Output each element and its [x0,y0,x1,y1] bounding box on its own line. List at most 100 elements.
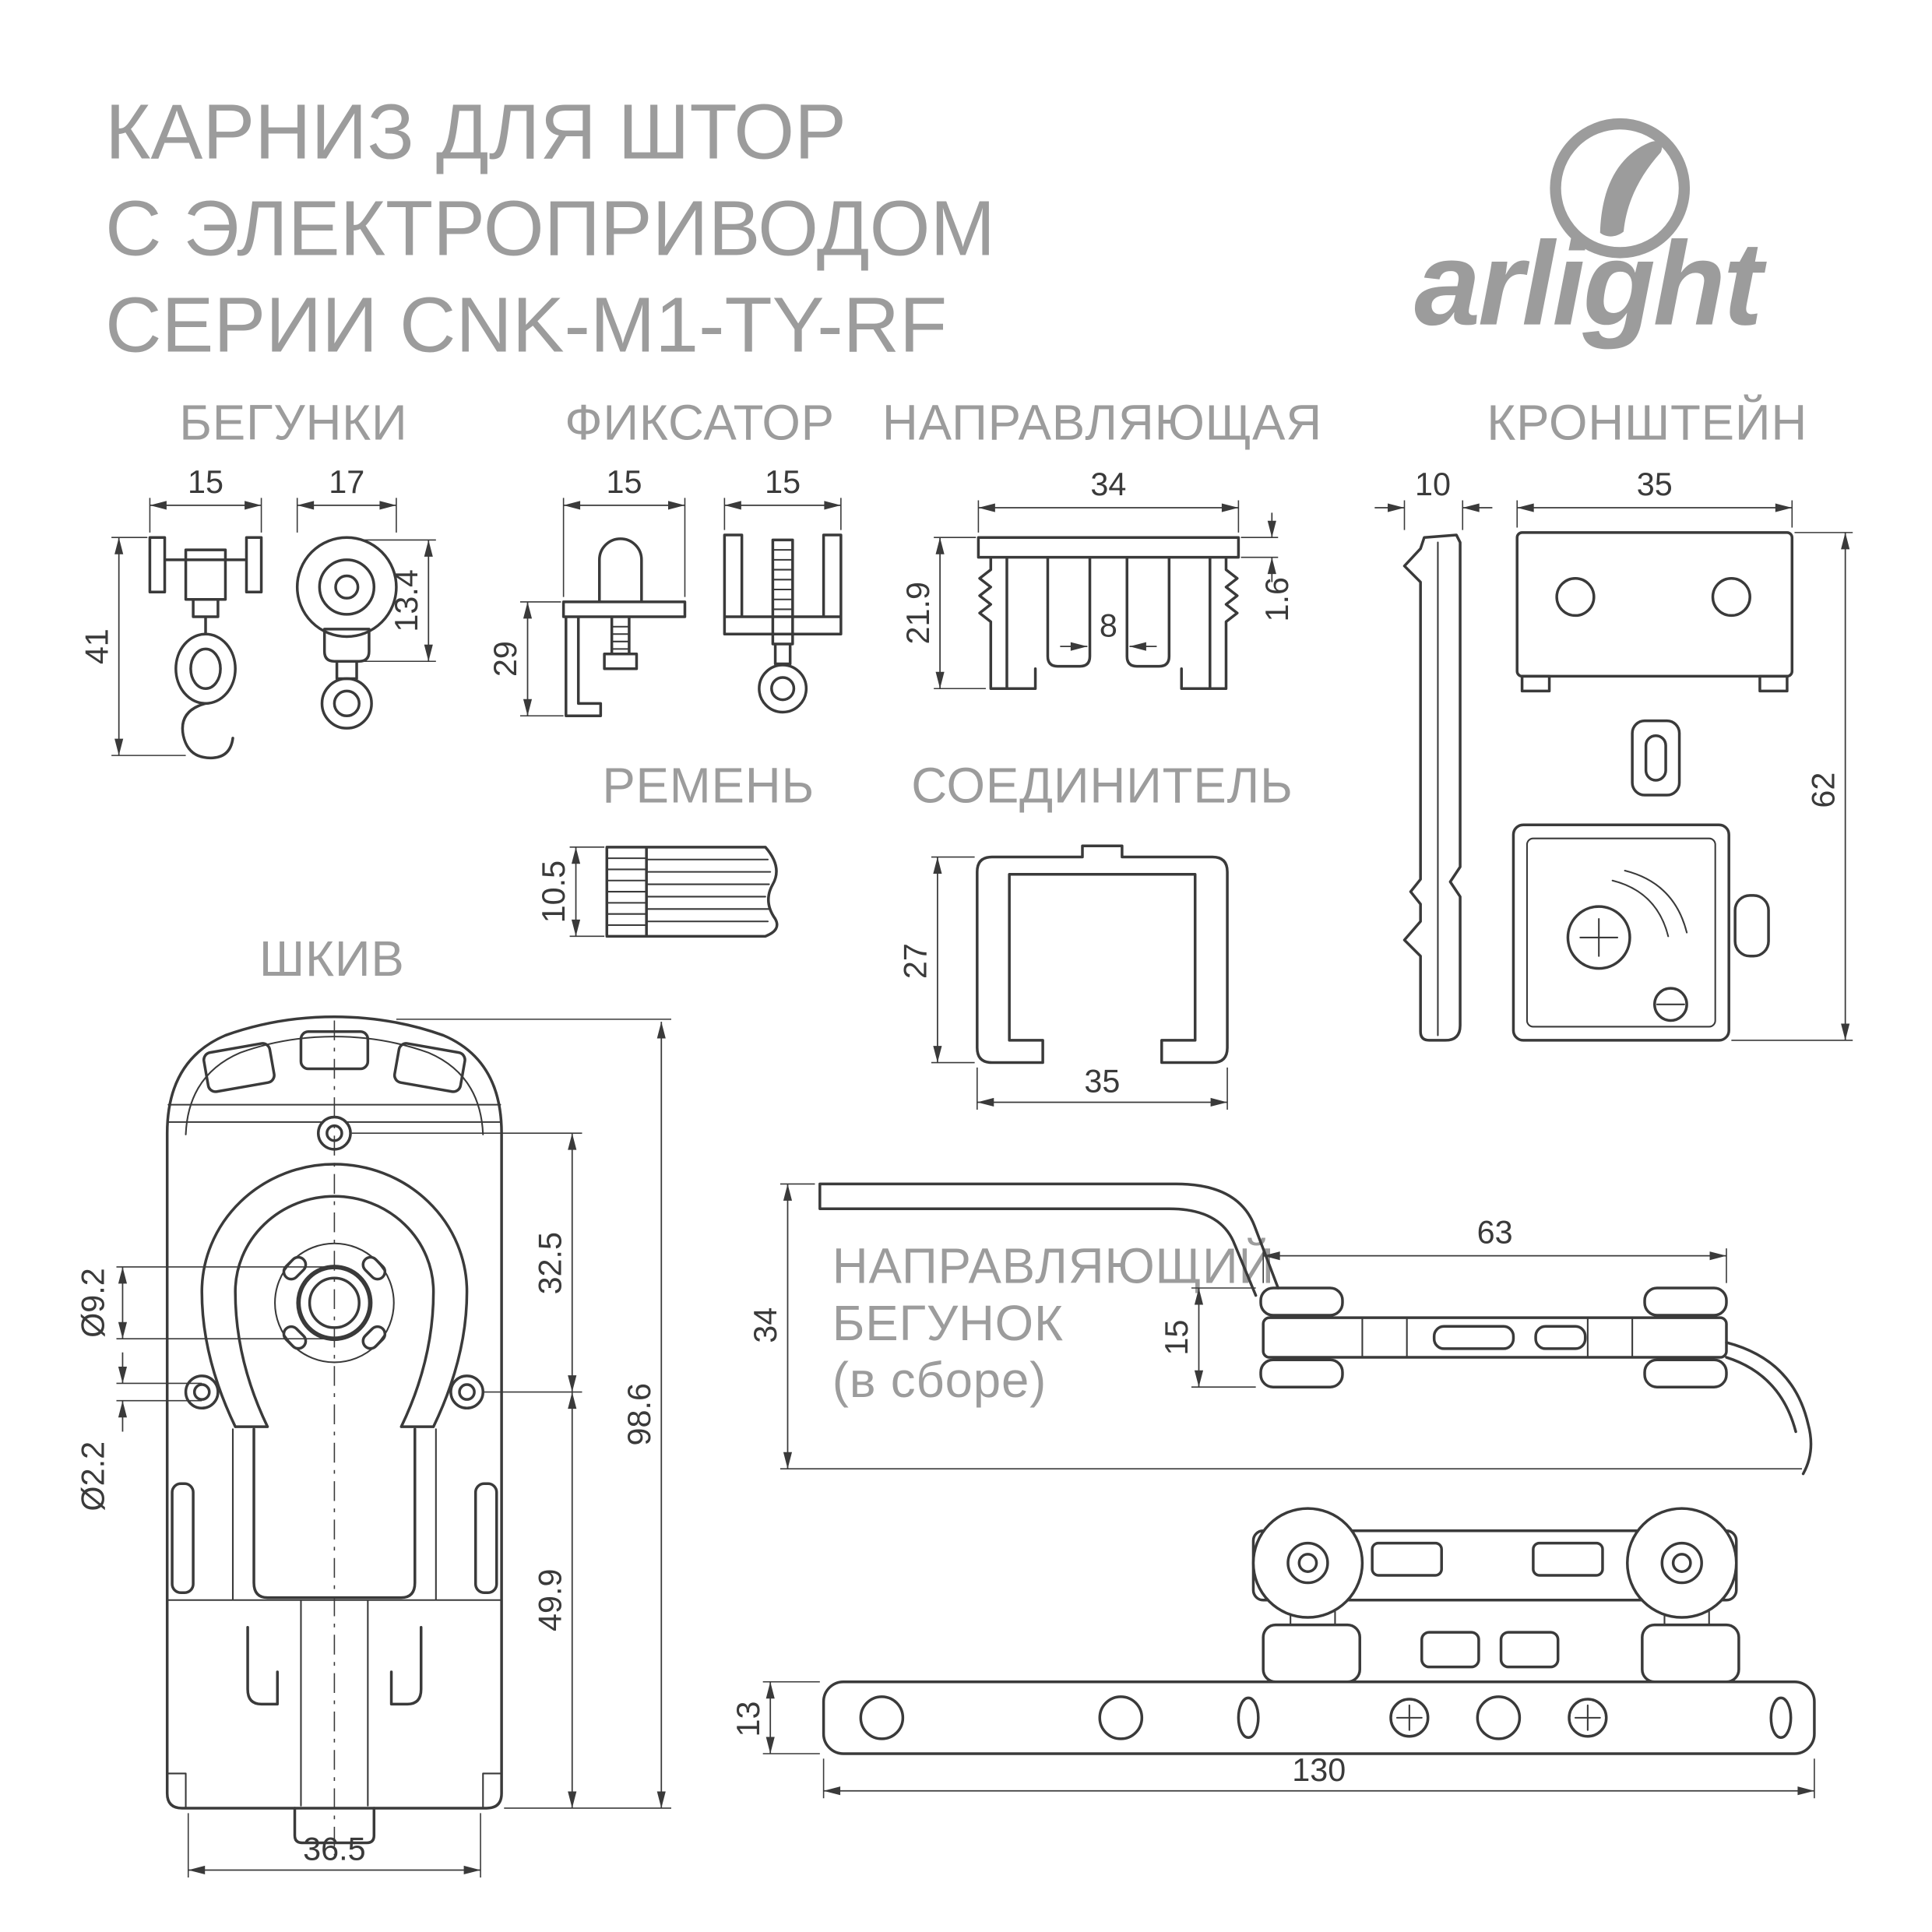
pulley-window-left [202,1042,276,1093]
connector-label: СОЕДИНИТЕЛЬ [911,758,1293,814]
bracket-top-plate [1515,531,1794,678]
pulley-screw-left-outer [184,1374,220,1410]
guide-wheel-left-hub [1297,1553,1318,1573]
guide-bar-hole-1 [859,1695,905,1740]
section-fixator: ФИКСАТОР 15 15 29 [487,396,843,717]
guide-link-hole-1 [1371,1541,1443,1577]
belt-extension-lines [569,846,605,938]
guide-bar-oval-1 [1237,1696,1260,1740]
guide-arm [818,1182,1280,1297]
dim-text-rail-slot: 8 [1100,607,1117,643]
rail-label: НАПРАВЛЯЮЩАЯ [882,396,1322,451]
title-line-1: КАРНИЗ ДЛЯ ШТОР [105,89,846,176]
guide-extension-lines [762,1183,1815,1799]
dim-text-bracket-h: 62 [1805,772,1841,808]
belt-teeth [606,857,648,927]
section-rail: НАПРАВЛЯЮЩАЯ 34 21.9 1.6 8 [882,396,1322,691]
dim-text-pulley-a: 32.5 [532,1232,568,1294]
guide-wheel-left-mid [1286,1541,1329,1585]
guide-runner-label-3: (в сборе) [832,1353,1047,1408]
runners-label: БЕГУНКИ [179,396,407,451]
belt-label: РЕМЕНЬ [602,758,815,814]
guide-wheel-tl [1259,1286,1344,1317]
dim-text-connector-h: 27 [898,943,934,979]
guide-runner-side-view [822,1507,1816,1755]
guide-runner-top-view [818,1182,1813,1476]
fixator-eyelet-outer [758,663,808,714]
pulley-label: ШКИВ [259,931,405,987]
runner-lower-hook [181,702,234,760]
fixator-right-drawing [723,533,843,714]
pulley-hub-slot-nw [282,1255,308,1281]
brand-logo: arlight [1414,118,1770,350]
pulley-window-right [392,1042,466,1093]
guide-spine-slot-1 [1432,1325,1515,1350]
guide-runner-label-1: НАПРАВЛЯЮЩИЙ [832,1239,1275,1294]
fixator-left-drawing [561,537,687,717]
guide-runner-label-2: БЕГУНОК [832,1296,1064,1351]
runner-side-body [322,628,371,681]
guide-wheel-tr [1643,1286,1728,1317]
dim-text-pulley-d: 36.5 [303,1832,365,1867]
pulley-hub-slot-ne [361,1255,387,1281]
bracket-curved-slot [1611,870,1688,938]
guide-screw-crosses-icon [1395,1704,1601,1731]
rail-profile-outline [977,536,1240,691]
guide-shoe-left [1262,1623,1361,1684]
pulley-hub-slot-se [361,1325,387,1350]
fixator-right-outline [723,533,843,666]
belt-outline [605,846,779,938]
dim-text-rail-t: 1.6 [1259,577,1295,621]
logo-circle-icon [1550,118,1691,259]
dim-text-bracket-w1: 10 [1415,466,1451,502]
bracket-phillips-cross-icon [1579,918,1619,957]
bracket-slotted-screw [1653,987,1688,1022]
bracket-side-outline [1402,533,1462,1042]
runner-wheel-outer [295,536,398,639]
pulley-extension-lines [116,1019,671,1878]
runner-side-drawing [295,536,398,730]
dim-text-guide-w: 63 [1477,1215,1513,1251]
pulley-shell-outline [165,1015,503,1810]
bracket-lower-box-inner [1526,837,1716,1028]
runner-front-outline [148,536,263,636]
page-title: КАРНИЗ ДЛЯ ШТОР С ЭЛЕКТРОПРИВОДОМ СЕРИИ … [105,89,995,369]
bracket-tabs [1520,674,1789,693]
guide-tail-cord [1725,1341,1813,1476]
dim-text-fixator-w2: 15 [765,464,801,500]
dim-text-guide-bar-w: 130 [1292,1752,1346,1788]
guide-spine [1262,1316,1728,1359]
guide-center-block-1 [1420,1631,1480,1669]
runners-extension-lines [111,498,436,756]
pulley-screw-left-inner [192,1383,211,1401]
section-guide-runner: НАПРАВЛЯЮЩИЙ БЕГУНОК (в сборе) [730,1182,1816,1799]
guide-wheel-left-outer [1251,1507,1364,1619]
fixator-right-threads [772,549,794,611]
rail-extension-lines [934,500,1279,690]
runner-wheel-hub [334,574,360,600]
guide-bar-hole-2 [1098,1695,1144,1740]
guide-bar-screw-1 [1389,1698,1430,1738]
logo-swoosh-icon [1599,141,1663,237]
bracket-phillips-screw [1566,905,1631,970]
dim-text-runner-h1: 41 [79,628,114,664]
guide-spine-dividers [1361,1317,1634,1359]
fixator-left-threads [611,625,630,650]
bracket-lower-box [1511,823,1730,1042]
section-runners: БЕГУНКИ 15 17 41 13.4 [79,396,436,760]
guide-wheel-br [1643,1358,1728,1388]
guide-link-hole-2 [1532,1541,1604,1577]
dim-text-connector-w: 35 [1084,1064,1120,1100]
dim-text-pulley-b: 98.6 [621,1383,657,1445]
guide-bar-hole-3 [1476,1695,1522,1740]
runner-hook-ring-outer [174,632,237,706]
section-pulley: ШКИВ 32.5 49.9 98.6 [76,931,671,1878]
guide-bar-oval-2 [1769,1696,1793,1740]
bracket-right-slot [1733,894,1770,958]
guide-spine-slot-2 [1534,1325,1587,1350]
bracket-neck [1631,719,1681,797]
section-bracket: КРОНШТЕЙН 10 35 62 [1374,396,1853,1042]
guide-wheel-right-mid [1660,1541,1703,1585]
dim-text-guide-wheel: 15 [1159,1320,1195,1356]
